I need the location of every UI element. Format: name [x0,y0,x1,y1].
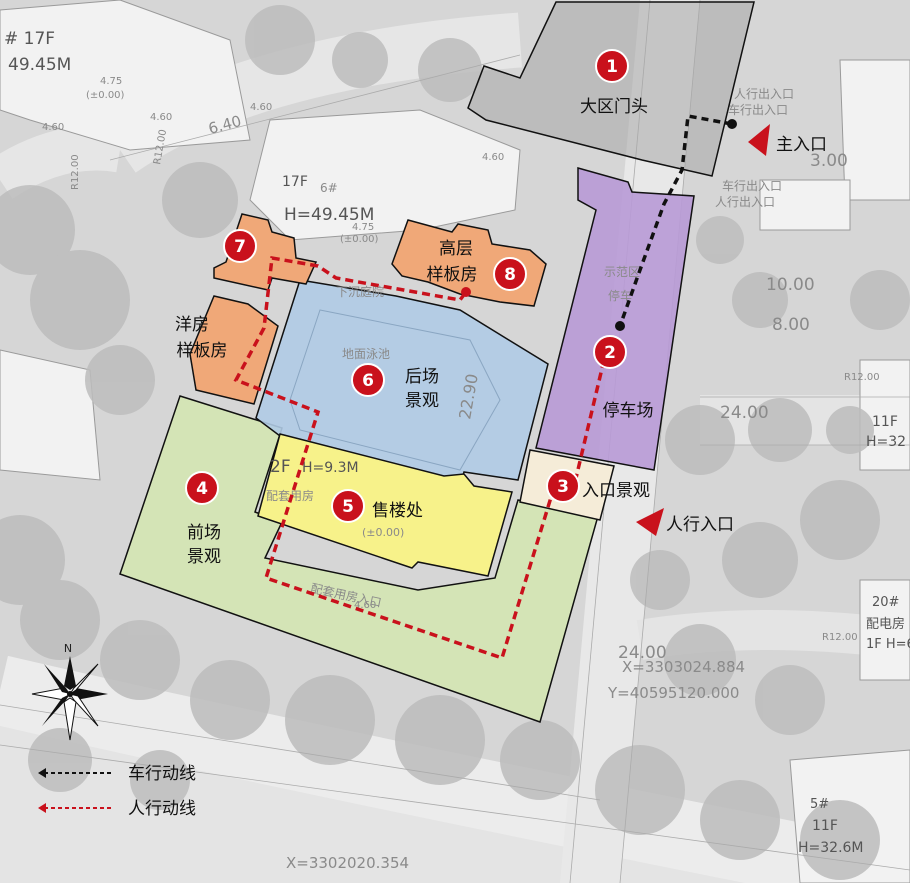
zone-2-badge: 2 [593,335,627,369]
pedestrian-entrance-label: 人行入口 [666,515,734,535]
zone-1-label: 大区门头 [580,97,648,117]
bg-b3-id: 5# [810,797,829,812]
bg-b4-id: 20# [872,595,899,610]
zone-7-label-line2: 样板房 [177,341,228,361]
bg-b4-floors: 1F H=6 [866,637,910,652]
legend-pedestrian-arrow-icon [38,803,46,813]
zone-8-label-line2: 样板房 [427,265,478,285]
main-entrance-triangle-icon [748,124,770,156]
bg-b3-floors: 11F [812,818,838,834]
svg-text:4: 4 [196,479,208,499]
bg-coord-x: X=3303024.884 [622,658,745,676]
pedestrian-route-end-dot [461,287,471,297]
bg-r3: 4.60 [250,102,272,113]
bg-coord-y: Y=40595120.000 [607,684,739,702]
svg-text:6: 6 [362,371,374,391]
zone-8-badge: 8 [493,257,527,291]
bg-b2-elev: 4.75 [352,222,374,233]
zone-7-label: 洋房 [175,315,209,335]
parking-inner-label-2: 停车 [608,288,632,303]
zone-1-district-gate[interactable] [467,1,755,177]
bg-sign-3: 车行出入口 [722,178,782,193]
bg-b1-height: 49.45M [8,55,71,75]
zone-5-label: 售楼处 [372,501,423,521]
zone-5-sales-office[interactable] [257,433,513,577]
zone-4-label-line2: 景观 [187,547,221,567]
bg-d3: 3.00 [810,151,848,171]
bg-b1-elev-sub: (±0.00) [86,90,125,101]
bg-b1-floors: # 17F [4,29,55,49]
vehicle-route-start-dot [727,119,737,129]
svg-text:3: 3 [557,477,569,497]
bg-r1: 4.60 [42,122,64,133]
bg-d2: 8.00 [772,315,810,335]
vehicle-route-end-dot [615,321,625,331]
bg-b1-elev: 4.75 [100,76,122,87]
bg-b2-floors: 17F [282,174,308,190]
bg-b2-elev-sub: (±0.00) [340,234,379,245]
svg-text:5: 5 [342,497,354,517]
main-entrance-label: 主入口 [776,135,827,155]
north-compass-icon: N [31,642,108,741]
bg-r-tag-4: R12.00 [844,372,880,383]
bg-r-val: 4.60 [482,152,504,163]
legend-vehicle-label: 车行动线 [128,764,196,784]
svg-text:1: 1 [606,57,618,77]
legend-pedestrian-label: 人行动线 [128,799,196,819]
svg-text:2: 2 [604,343,616,363]
bg-d1: 10.00 [766,275,815,295]
bg-d4: 24.00 [720,403,769,423]
zone-3-label: 入口景观 [582,481,650,501]
parking-inner-label: 示范区 [604,265,640,279]
zone-1-badge: 1 [595,49,629,83]
zone-3-badge: 3 [546,469,580,503]
zone-5-badge: 5 [331,489,365,523]
bg-right-floors: 11F [872,414,898,430]
pedestrian-entrance-triangle-icon [636,508,664,536]
zone-4-front-landscape[interactable] [119,395,599,723]
legend: 车行动线 人行动线 [38,764,196,819]
zone-2-label: 停车场 [603,401,654,421]
bg-r-tag-1: R12.00 [70,154,81,190]
zone-7-badge: 7 [223,229,257,263]
vehicle-route-line [618,113,733,327]
svg-text:7: 7 [234,237,246,257]
bg-d5: 24.00 [618,643,667,663]
svg-text:8: 8 [504,265,516,285]
support-elev: 4.60 [354,600,376,611]
zone-8-label: 高层 [439,239,473,259]
bg-r2: 4.60 [150,112,172,123]
zone-2-parking[interactable] [535,167,695,471]
garden-label: 下沉庭院 [336,284,384,299]
pool-label: 地面泳池 [342,347,390,361]
zone-4-label: 前场 [187,523,221,543]
svg-text:N: N [64,642,72,655]
sales-height: H=9.3M [302,460,359,476]
sales-floors: 2F [270,457,291,477]
bg-b2-height: H=49.45M [284,205,374,225]
bg-sign-4: 人行出入口 [715,195,775,209]
zone-6-badge: 6 [351,363,385,397]
zone-6-back-landscape[interactable] [255,279,549,493]
bg-b3-height: H=32.6M [798,840,864,856]
zone-6-label-line2: 景观 [405,391,439,411]
zone-4-badge: 4 [185,471,219,505]
bg-b2-id: 6# [320,181,338,195]
zone-6-label: 后场 [405,367,439,387]
zone-7-villa-showroom[interactable] [189,295,279,405]
bg-sign-2: 车行出入口 [728,102,788,117]
bg-coord-x2: X=3302020.354 [286,854,409,872]
bg-r-tag-3: R12.00 [822,632,858,643]
bg-sign-1: 人行出入口 [734,87,794,101]
bg-right-height: H=32 [866,434,906,450]
bg-b4-name: 配电房 [866,616,905,632]
sales-elev: (±0.00) [362,526,404,539]
legend-vehicle-arrow-icon [38,768,46,778]
